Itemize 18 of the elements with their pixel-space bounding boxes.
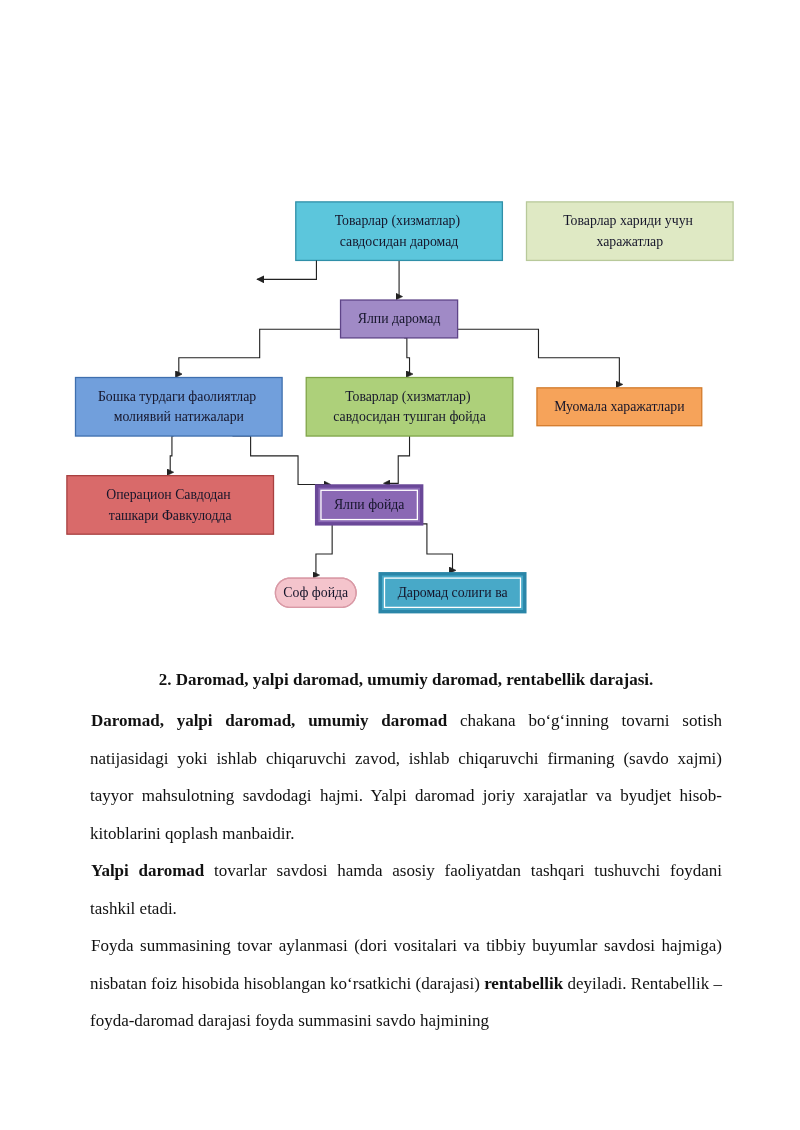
node-box: Муомала харажатлари bbox=[536, 387, 703, 427]
body-paragraph: Daromad, yalpi daromad, umumiy daromad chakana bo‘g‘inning tovarni sotish natijasidagi yoki ishlab chiqaruvchi zavod, ishlab chiqaruvchi firmaning (savdo xajmi) tayyor mahsulotning savdodagi hajmi. Yalpi daromad joriy xarajatlar va byudjet hisob-kitoblarini qoplash manbaidir. bbox=[90, 710, 722, 845]
node-box: Товарлар (хизматлар) савдосидан даромад bbox=[295, 201, 504, 262]
node-box: Ялпи фойда bbox=[314, 484, 424, 526]
node-box: Операцион Савдодан ташкари Фавкулодда bbox=[66, 475, 275, 535]
arrow bbox=[256, 259, 317, 284]
section-heading: 2. Daromad, yalpi daromad, umumiy daromad, rentabellik darajasi. bbox=[157, 669, 655, 691]
body-paragraph: Yalpi daromad tovarlar savdosi hamda asosiy faoliyatdan tashqari tushuvchi foydani tashkil etadi. bbox=[90, 860, 722, 920]
node-box: Бошка турдаги фаолиятлар молиявий натижалари bbox=[74, 376, 283, 437]
arrow bbox=[166, 435, 175, 476]
arrow bbox=[457, 328, 624, 389]
arrow bbox=[395, 259, 403, 301]
arrow bbox=[403, 337, 414, 378]
node-box: Ялпи даромад bbox=[339, 299, 459, 339]
body-paragraph: Foyda summasining tovar aylanmasi (dori vositalari va tibbiy buyumlar savdosi hajmiga) nisbatan foiz hisobida hisoblangan ko‘rsatkichi (darajasi) rentabellik deyiladi. Rentabellik – foyda-daromad darajasi foyda summasini savdo hajmining bbox=[90, 935, 722, 1032]
node-box: Товарлар (хизматлар) савдосидан тушган фойда bbox=[305, 376, 514, 437]
node-box: Даромад солиги ва bbox=[378, 572, 527, 614]
node-box: Товарлар хариди учун харажатлар bbox=[525, 201, 734, 262]
